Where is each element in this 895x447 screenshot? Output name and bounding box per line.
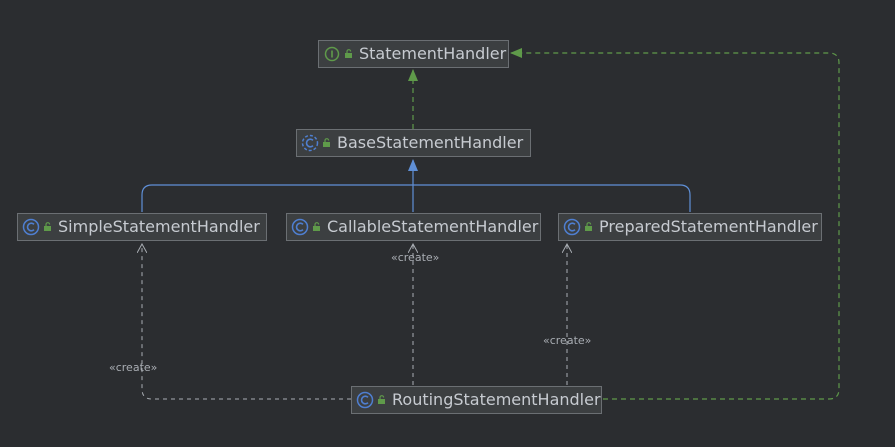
node-label-routing-statement-handler: RoutingStatementHandler xyxy=(392,390,601,409)
class-icon xyxy=(356,391,374,409)
node-label-base-statement-handler: BaseStatementHandler xyxy=(337,133,524,152)
class-icon xyxy=(291,218,309,236)
edge-routing-creates-simple xyxy=(142,244,351,400)
edge-routing-implements-statement xyxy=(510,48,840,400)
class-icon xyxy=(22,218,40,236)
create-label-simple: «create» xyxy=(109,361,158,374)
node-callable-statement-handler[interactable]: CallableStatementHandler xyxy=(286,213,541,241)
edge-simple-extends-base xyxy=(141,184,413,212)
create-label-callable: «create» xyxy=(391,251,440,264)
create-label-prepared: «create» xyxy=(543,334,592,347)
lock-icon xyxy=(378,395,385,404)
class-icon xyxy=(563,218,581,236)
node-base-statement-handler[interactable]: BaseStatementHandler xyxy=(296,129,531,157)
interface-icon xyxy=(324,46,340,62)
node-simple-statement-handler[interactable]: SimpleStatementHandler xyxy=(17,213,267,241)
edge-prepared-extends-base xyxy=(413,184,691,212)
node-prepared-statement-handler[interactable]: PreparedStatementHandler xyxy=(558,213,822,241)
lock-icon xyxy=(345,49,352,58)
node-label-callable-statement-handler: CallableStatementHandler xyxy=(327,217,539,236)
node-label-simple-statement-handler: SimpleStatementHandler xyxy=(58,217,260,236)
abstract-class-icon xyxy=(301,134,319,152)
node-label-prepared-statement-handler: PreparedStatementHandler xyxy=(599,217,818,236)
lock-icon xyxy=(313,222,320,231)
lock-icon xyxy=(44,222,51,231)
lock-icon xyxy=(323,138,330,147)
lock-icon xyxy=(585,222,592,231)
node-routing-statement-handler[interactable]: RoutingStatementHandler xyxy=(351,386,602,414)
node-label-statement-handler: StatementHandler xyxy=(359,44,507,63)
node-statement-handler[interactable]: StatementHandler xyxy=(318,40,509,68)
